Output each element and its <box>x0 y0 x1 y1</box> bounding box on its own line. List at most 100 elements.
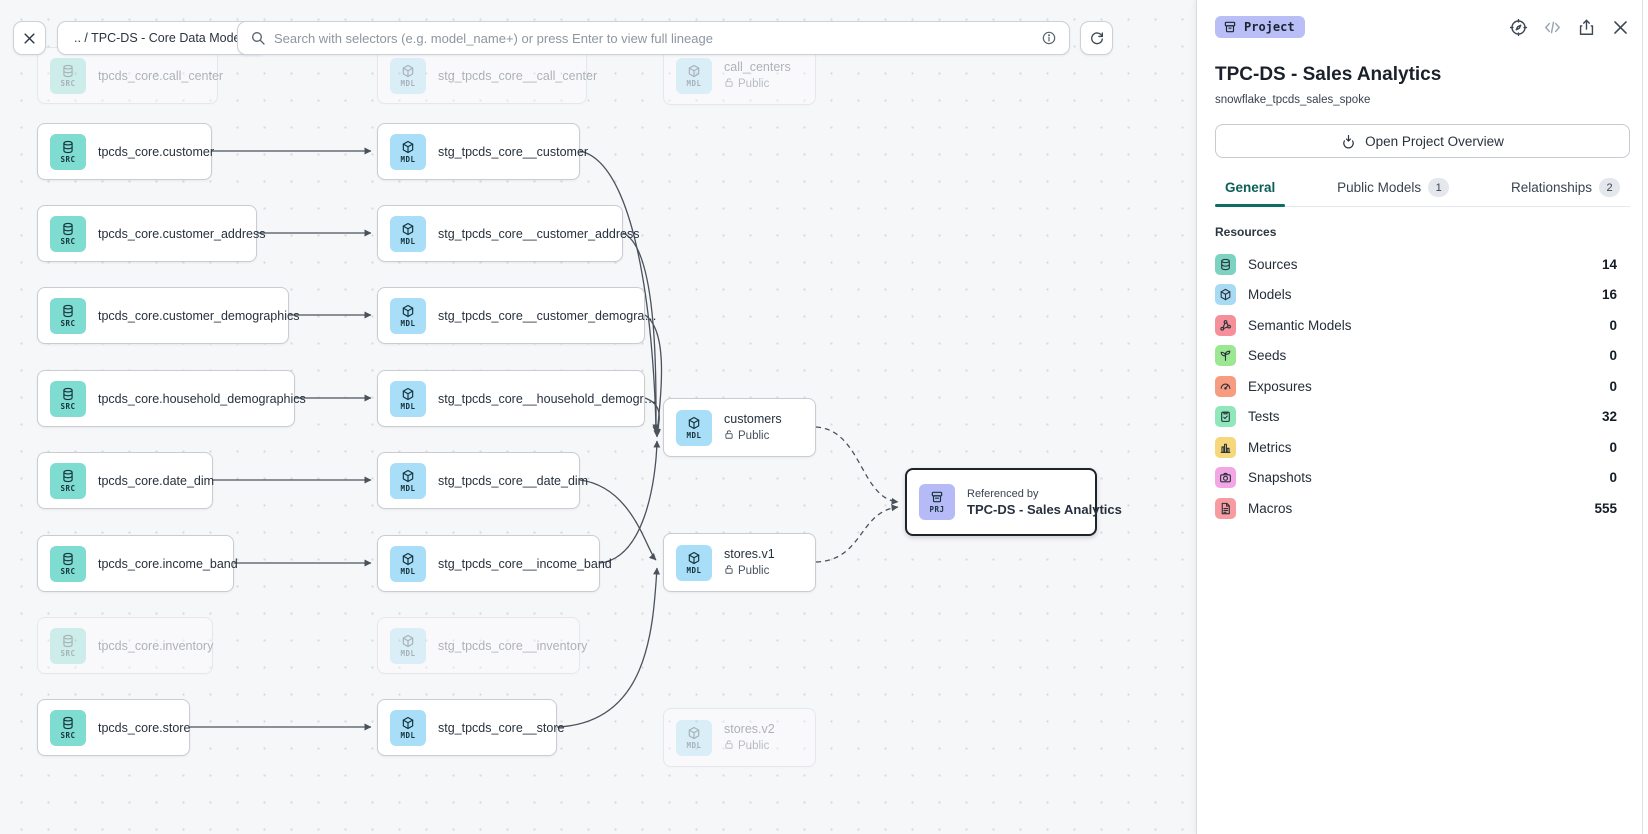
lineage-edge <box>644 314 663 436</box>
database-icon: SRC <box>50 545 86 582</box>
node-type-label: MDL <box>400 318 416 328</box>
model-node[interactable]: MDL stg_tpcds_core__income_band <box>377 535 612 592</box>
cube-icon: MDL <box>390 545 426 582</box>
node-type-label: SRC <box>60 648 76 658</box>
node-label: tpcds_core.customer_address <box>98 226 266 241</box>
model-node[interactable]: MDL stg_tpcds_core__customer_address <box>377 205 640 262</box>
tab-label: Relationships <box>1510 180 1592 195</box>
node-type-label: SRC <box>60 566 76 576</box>
clipboard-check-icon <box>1215 406 1236 428</box>
refresh-button[interactable] <box>1080 21 1113 55</box>
cube-icon: MDL <box>390 709 426 746</box>
resources-heading: Resources <box>1215 225 1277 239</box>
project-badge-label: Project <box>1244 20 1295 34</box>
bar-chart-icon <box>1215 436 1236 458</box>
node-label: TPC-DS - Sales Analytics <box>967 501 1122 517</box>
resource-count: 14 <box>1601 256 1617 272</box>
tab-general[interactable]: General <box>1215 178 1286 207</box>
node-label: stores.v2 <box>724 722 775 736</box>
database-icon: SRC <box>50 627 86 664</box>
source-node[interactable]: SRC tpcds_core.customer_address <box>37 205 266 262</box>
node-label: stores.v1 <box>724 547 775 561</box>
database-icon: SRC <box>50 215 86 252</box>
close-lineage-button[interactable] <box>13 21 46 55</box>
explore-lineage-icon[interactable] <box>1509 18 1528 37</box>
cube-icon: MDL <box>676 544 712 581</box>
node-label: stg_tpcds_core__date_dim <box>438 473 589 488</box>
resource-count: 0 <box>1609 317 1617 333</box>
node-access-label: Public <box>738 430 770 442</box>
node-type-label: MDL <box>400 401 416 411</box>
node-label: stg_tpcds_core__customer_address <box>438 226 640 241</box>
search-input[interactable] <box>274 30 1033 46</box>
close-icon <box>22 31 37 46</box>
sprout-icon <box>1215 345 1236 367</box>
code-icon[interactable] <box>1543 18 1562 37</box>
node-label: stg_tpcds_core__customer <box>438 144 589 159</box>
node-type-label: SRC <box>60 318 76 328</box>
cube-icon: MDL <box>390 215 426 252</box>
search-icon <box>250 30 266 46</box>
node-label: call_centers <box>724 60 791 74</box>
node-label: stg_tpcds_core__income_band <box>438 556 612 571</box>
database-icon: SRC <box>50 57 86 94</box>
node-access-label: Public <box>738 740 770 752</box>
node-label: tpcds_core.call_center <box>98 68 224 83</box>
tab-count-badge: 1 <box>1428 178 1450 197</box>
panel-scrollbar-track[interactable] <box>1642 0 1643 834</box>
share-icon[interactable] <box>1577 18 1596 37</box>
close-panel-icon[interactable] <box>1611 18 1630 37</box>
node-access-label: Public <box>738 78 770 90</box>
search-bar[interactable] <box>237 21 1070 55</box>
database-icon <box>1215 253 1236 275</box>
info-icon[interactable] <box>1041 30 1057 46</box>
node-type-label: SRC <box>60 401 76 411</box>
project-detail-panel: Project TPC-DS - Sales Analytics snowfla… <box>1196 0 1648 834</box>
node-label: stg_tpcds_core__call_center <box>438 68 598 83</box>
breadcrumb[interactable]: .. / TPC-DS - Core Data Models <box>57 21 267 55</box>
unlock-icon <box>724 77 734 91</box>
node-type-label: MDL <box>686 565 702 575</box>
cube-icon: MDL <box>390 57 426 94</box>
project-overview-icon <box>1343 134 1354 148</box>
database-icon: SRC <box>50 133 86 170</box>
camera-icon <box>1215 467 1236 489</box>
resource-count: 555 <box>1594 500 1617 516</box>
cross-project-edge <box>815 504 899 563</box>
model-node[interactable]: MDL stg_tpcds_core__call_center <box>377 47 598 104</box>
source-node[interactable]: SRC tpcds_core.call_center <box>37 47 224 104</box>
resource-label: Tests <box>1248 409 1280 425</box>
open-project-overview-button[interactable]: Open Project Overview <box>1215 124 1630 158</box>
resource-count: 0 <box>1609 439 1617 455</box>
